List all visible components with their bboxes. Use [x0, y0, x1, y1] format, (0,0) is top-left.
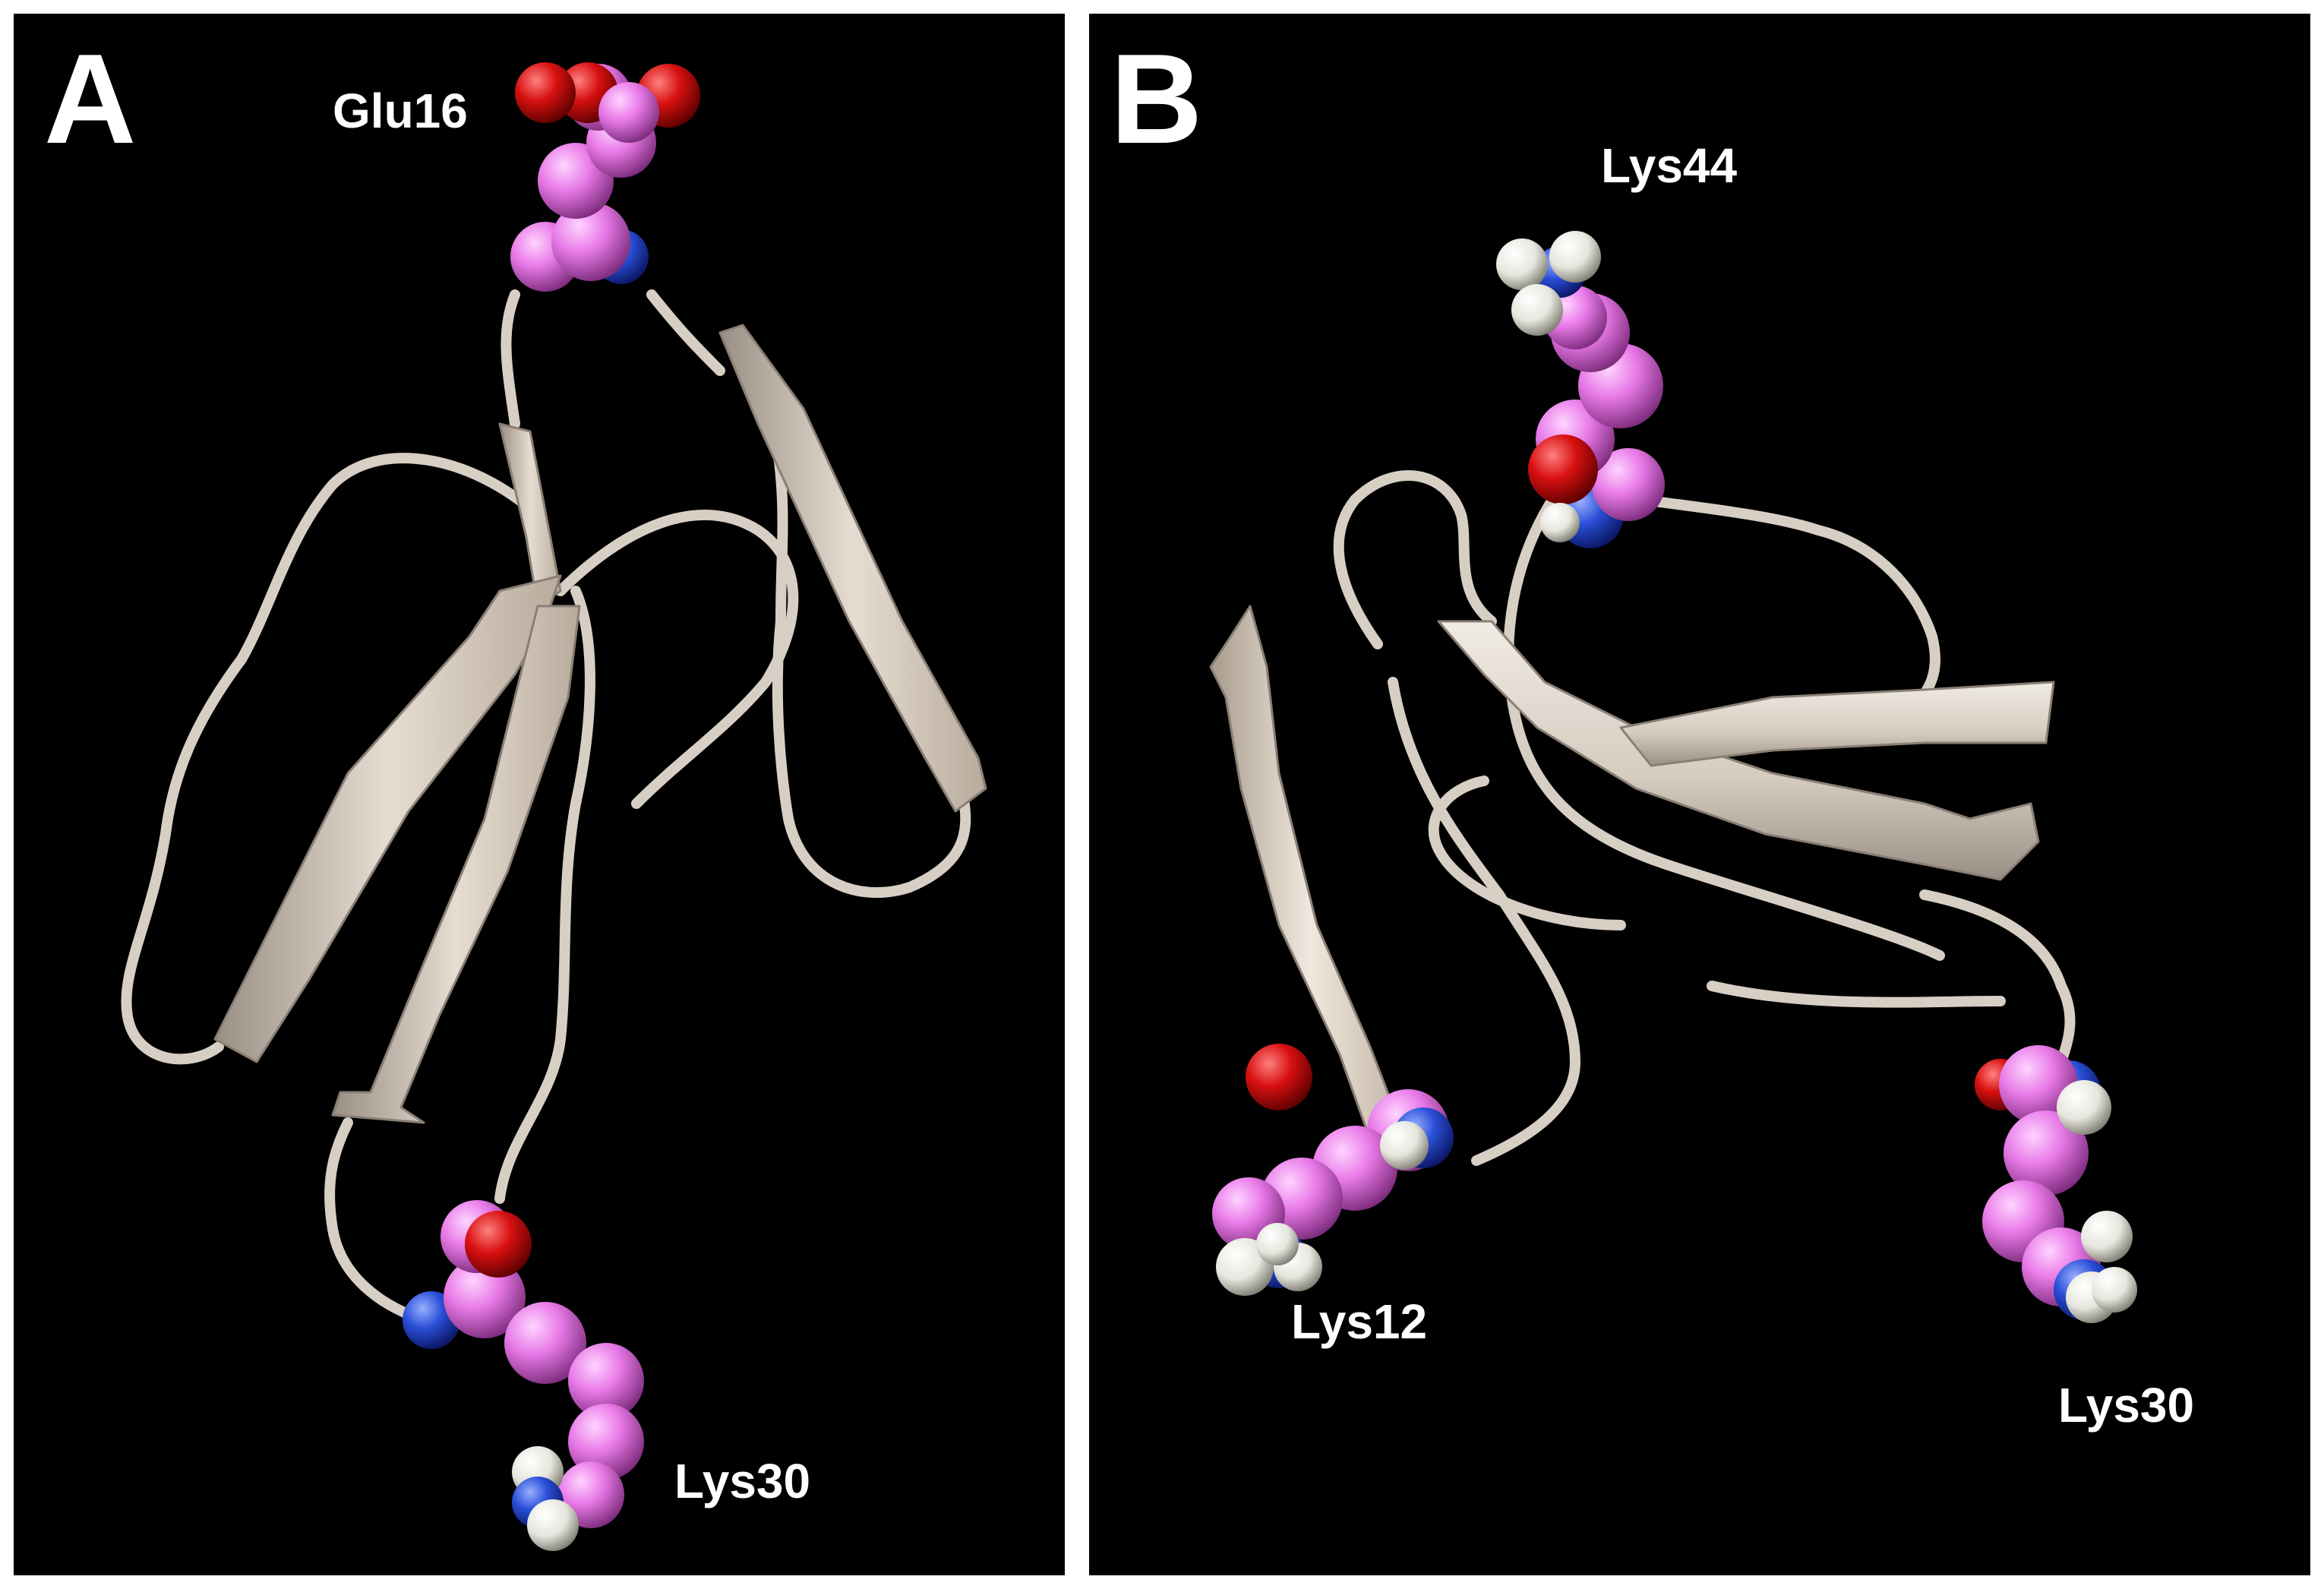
- beta-strands: [213, 324, 987, 1124]
- lys44-spheres: [1496, 231, 1665, 548]
- beta-strands-b: [1209, 605, 2055, 1162]
- protein-structure-b: [1209, 231, 2137, 1323]
- glu16-oxygen-atom: [515, 62, 576, 123]
- lys12-spheres: [1212, 1044, 1454, 1296]
- lys30-spheres-a: [403, 1200, 644, 1551]
- ribbon-coils-b: [1333, 470, 2076, 1166]
- label-lys12: Lys12: [1291, 1294, 1428, 1349]
- ribbon-coils: [121, 289, 971, 1325]
- panel-b: B Lys44 Lys12 Lys30: [1089, 14, 2310, 1575]
- label-glu16: Glu16: [333, 84, 468, 138]
- glu16-spheres: [510, 62, 700, 292]
- label-lys44: Lys44: [1601, 138, 1738, 193]
- protein-structure-a: [121, 62, 987, 1551]
- panel-b-letter: B: [1110, 27, 1203, 170]
- panel-a: A Glu16 Lys30: [14, 14, 1065, 1575]
- label-lys30-a: Lys30: [674, 1454, 811, 1508]
- lys30-spheres-b: [1975, 1045, 2137, 1323]
- panel-a-letter: A: [44, 27, 137, 170]
- label-lys30-b: Lys30: [2058, 1378, 2195, 1433]
